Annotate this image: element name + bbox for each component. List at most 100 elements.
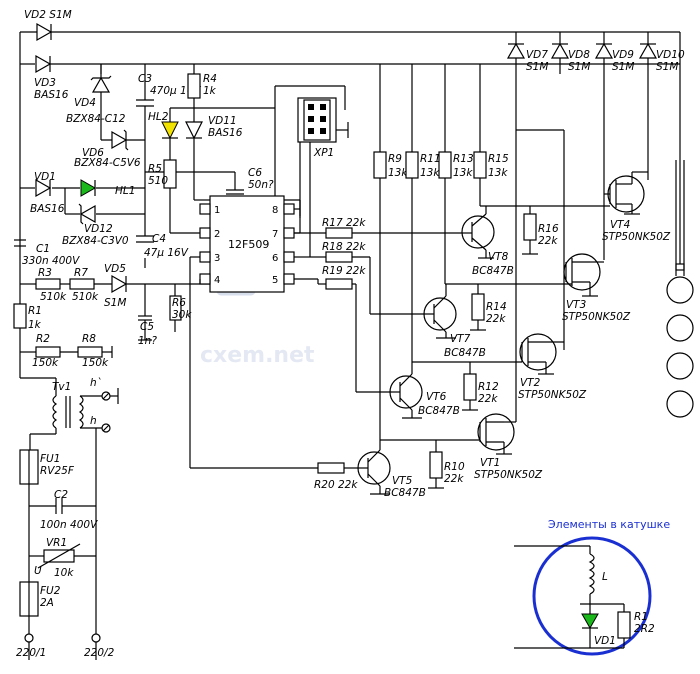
svg-text:STP50NK50Z: STP50NK50Z bbox=[562, 311, 631, 323]
svg-text:VT3: VT3 bbox=[566, 299, 586, 311]
svg-text:VT5: VT5 bbox=[392, 475, 413, 487]
svg-text:VD7: VD7 bbox=[526, 49, 548, 61]
vd1-diode: VD1 BAS16 bbox=[30, 171, 65, 215]
svg-text:VT6: VT6 bbox=[426, 391, 447, 403]
svg-text:30k: 30k bbox=[172, 309, 192, 321]
svg-text:22k: 22k bbox=[538, 235, 558, 247]
svg-text:VT8: VT8 bbox=[488, 251, 509, 263]
r12-resistor: R12 22k bbox=[462, 362, 499, 411]
svg-text:Tv1: Tv1 bbox=[52, 381, 71, 393]
svg-text:HL2: HL2 bbox=[148, 111, 169, 123]
svg-text:BZX84-C12: BZX84-C12 bbox=[66, 113, 126, 125]
svg-text:C5: C5 bbox=[140, 321, 154, 333]
bjt-vt8: VT8 BC847B bbox=[461, 205, 610, 277]
svg-text:S1M: S1M bbox=[656, 61, 678, 73]
svg-text:5: 5 bbox=[272, 275, 278, 286]
svg-text:BC847B: BC847B bbox=[384, 487, 426, 499]
mosfet-vt2: VT2 STP50NK50Z bbox=[518, 333, 587, 401]
mosfet-vt3: VT3 STP50NK50Z bbox=[562, 253, 631, 323]
hl2-led: HL2 bbox=[148, 111, 179, 140]
fu1-fuse: FU1 RV25F bbox=[19, 428, 97, 660]
svg-text:BC847B: BC847B bbox=[472, 265, 514, 277]
svg-text:R4: R4 bbox=[203, 73, 217, 85]
svg-text:VD12: VD12 bbox=[84, 223, 113, 235]
svg-text:R5: R5 bbox=[148, 163, 162, 175]
svg-text:VT7: VT7 bbox=[450, 333, 471, 345]
svg-text:BAS16: BAS16 bbox=[30, 203, 65, 215]
svg-text:C3: C3 bbox=[138, 73, 152, 85]
c4-capacitor: C4 47µ 16V bbox=[136, 233, 189, 259]
vd11-diode: VD11 BAS16 bbox=[185, 115, 243, 140]
svg-text:13k: 13k bbox=[388, 167, 408, 179]
svg-text:R13: R13 bbox=[453, 153, 474, 165]
svg-text:R6: R6 bbox=[172, 297, 186, 309]
svg-text:150k: 150k bbox=[82, 357, 109, 369]
svg-text:L: L bbox=[602, 571, 608, 583]
svg-text:VD1: VD1 bbox=[594, 635, 616, 647]
svg-text:510k: 510k bbox=[40, 291, 67, 303]
svg-text:VD6: VD6 bbox=[82, 147, 104, 159]
r1-resistor: R1 1k bbox=[13, 303, 42, 331]
svg-text:C2: C2 bbox=[54, 489, 68, 501]
svg-text:R17 22k: R17 22k bbox=[322, 217, 366, 229]
bjt-vt5: VT5 BC847B bbox=[357, 439, 480, 499]
svg-text:22k: 22k bbox=[444, 473, 464, 485]
svg-text:FU2: FU2 bbox=[40, 585, 61, 597]
svg-text:13k: 13k bbox=[488, 167, 508, 179]
mcu-12f509: 12 34 87 65 12F509 bbox=[189, 195, 318, 469]
bjt-vt6: VT6 BC847B bbox=[389, 361, 522, 419]
svg-text:C6: C6 bbox=[248, 167, 262, 179]
svg-text:220/2: 220/2 bbox=[84, 647, 115, 659]
svg-text:2R2: 2R2 bbox=[634, 623, 655, 635]
svg-text:150k: 150k bbox=[32, 357, 59, 369]
svg-text:RV25F: RV25F bbox=[40, 465, 75, 477]
svg-text:STP50NK50Z: STP50NK50Z bbox=[602, 231, 671, 243]
svg-text:VT4: VT4 bbox=[610, 219, 630, 231]
svg-text:C4: C4 bbox=[152, 233, 166, 245]
vd12-zener: VD12 BZX84-C3V0 bbox=[62, 203, 129, 247]
svg-text:R10: R10 bbox=[444, 461, 465, 473]
svg-text:VD11: VD11 bbox=[208, 115, 237, 127]
svg-text:13k: 13k bbox=[420, 167, 440, 179]
vd3-diode: VD3 BAS16 bbox=[34, 54, 69, 101]
svg-text:VD8: VD8 bbox=[568, 49, 590, 61]
svg-text:BZX84-C3V0: BZX84-C3V0 bbox=[62, 235, 129, 247]
watermark-text: cxem.net bbox=[200, 343, 315, 368]
svg-text:U: U bbox=[34, 565, 42, 577]
svg-text:S1M: S1M bbox=[568, 61, 590, 73]
coil-inset: Элементы в катушке L R1 2R2 VD1 bbox=[514, 518, 670, 656]
svg-text:22k: 22k bbox=[478, 393, 498, 405]
coil-inset-title: Элементы в катушке bbox=[548, 518, 670, 531]
svg-text:8: 8 bbox=[272, 205, 278, 216]
svg-text:VD3: VD3 bbox=[34, 77, 56, 89]
svg-text:BC847B: BC847B bbox=[444, 347, 486, 359]
svg-text:VD4: VD4 bbox=[74, 97, 96, 109]
svg-text:220/1: 220/1 bbox=[16, 647, 46, 659]
input-divider: R3 510k R7 510k VD5 S1M C5 1n? R6 30k bbox=[20, 263, 231, 347]
mains-terminals: 220/1 220/2 bbox=[16, 633, 115, 659]
svg-text:3: 3 bbox=[214, 253, 220, 264]
svg-text:h`: h` bbox=[90, 377, 102, 389]
svg-text:S1M: S1M bbox=[612, 61, 634, 73]
svg-text:R12: R12 bbox=[478, 381, 499, 393]
svg-text:12F509: 12F509 bbox=[228, 238, 269, 251]
svg-text:VD5: VD5 bbox=[104, 263, 126, 275]
svg-text:R1: R1 bbox=[28, 305, 42, 317]
svg-text:BC847B: BC847B bbox=[418, 405, 460, 417]
svg-text:HL1: HL1 bbox=[115, 185, 135, 197]
svg-text:2: 2 bbox=[214, 229, 220, 240]
svg-text:510k: 510k bbox=[72, 291, 99, 303]
svg-text:R9: R9 bbox=[388, 153, 402, 165]
svg-text:47µ 16V: 47µ 16V bbox=[144, 247, 189, 259]
r4-resistor: R4 1k bbox=[187, 73, 217, 99]
svg-text:R16: R16 bbox=[538, 223, 559, 235]
watermark: cxem.net bbox=[200, 244, 315, 368]
svg-text:7: 7 bbox=[272, 229, 278, 240]
svg-text:VD1: VD1 bbox=[34, 171, 56, 183]
gate-drive-resistors: R17 22k R18 22k R19 22k R20 22k bbox=[294, 217, 462, 491]
svg-text:STP50NK50Z: STP50NK50Z bbox=[474, 469, 543, 481]
r2-r8-divider: R2 150k R8 150k bbox=[20, 333, 113, 369]
svg-text:VT2: VT2 bbox=[520, 377, 541, 389]
